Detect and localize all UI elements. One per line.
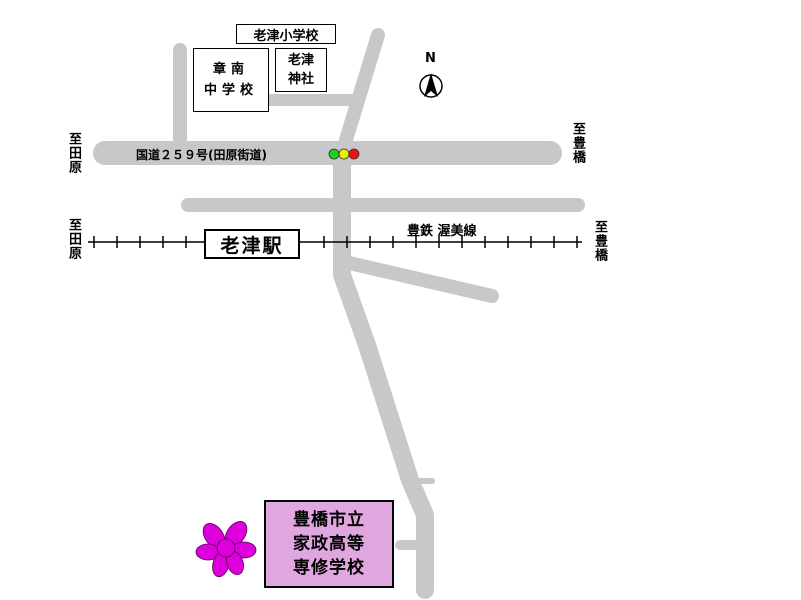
shonan-middle-school-box: 章南 中学校 xyxy=(193,48,269,112)
oozu-station-text: 老津駅 xyxy=(220,234,284,257)
traffic-light-icon xyxy=(328,148,360,160)
railway-label: 豊鉄 渥美線 xyxy=(407,224,477,239)
to-toyohashi-label-rail: 至豊橋 xyxy=(592,220,607,262)
route-259-label: 国道２５９号(田原街道) xyxy=(136,148,267,162)
to-tahara-label-rail: 至田原 xyxy=(66,218,81,260)
oozu-elementary-text: 老津小学校 xyxy=(253,28,319,44)
school-box: 豊橋市立 家政高等 専修学校 xyxy=(264,500,394,588)
railway-ties xyxy=(93,236,578,248)
oozu-shrine-text: 老津 神社 xyxy=(287,53,314,87)
to-tahara-label-road: 至田原 xyxy=(66,132,81,174)
shonan-middle-school-text: 章南 中学校 xyxy=(203,62,258,98)
school-name-text: 豊橋市立 家政高等 専修学校 xyxy=(293,510,365,578)
to-toyohashi-label-road: 至豊橋 xyxy=(570,122,585,164)
oozu-shrine-box: 老津 神社 xyxy=(275,48,327,92)
flower-icon xyxy=(195,521,257,578)
oozu-elementary-label: 老津小学校 xyxy=(236,24,336,44)
road-main-south xyxy=(333,144,434,599)
road-east-branch xyxy=(338,255,499,303)
oozu-station-box: 老津駅 xyxy=(204,229,300,259)
north-arrow-icon xyxy=(419,73,443,98)
road-north-right xyxy=(335,28,385,160)
north-label: N xyxy=(425,51,436,66)
